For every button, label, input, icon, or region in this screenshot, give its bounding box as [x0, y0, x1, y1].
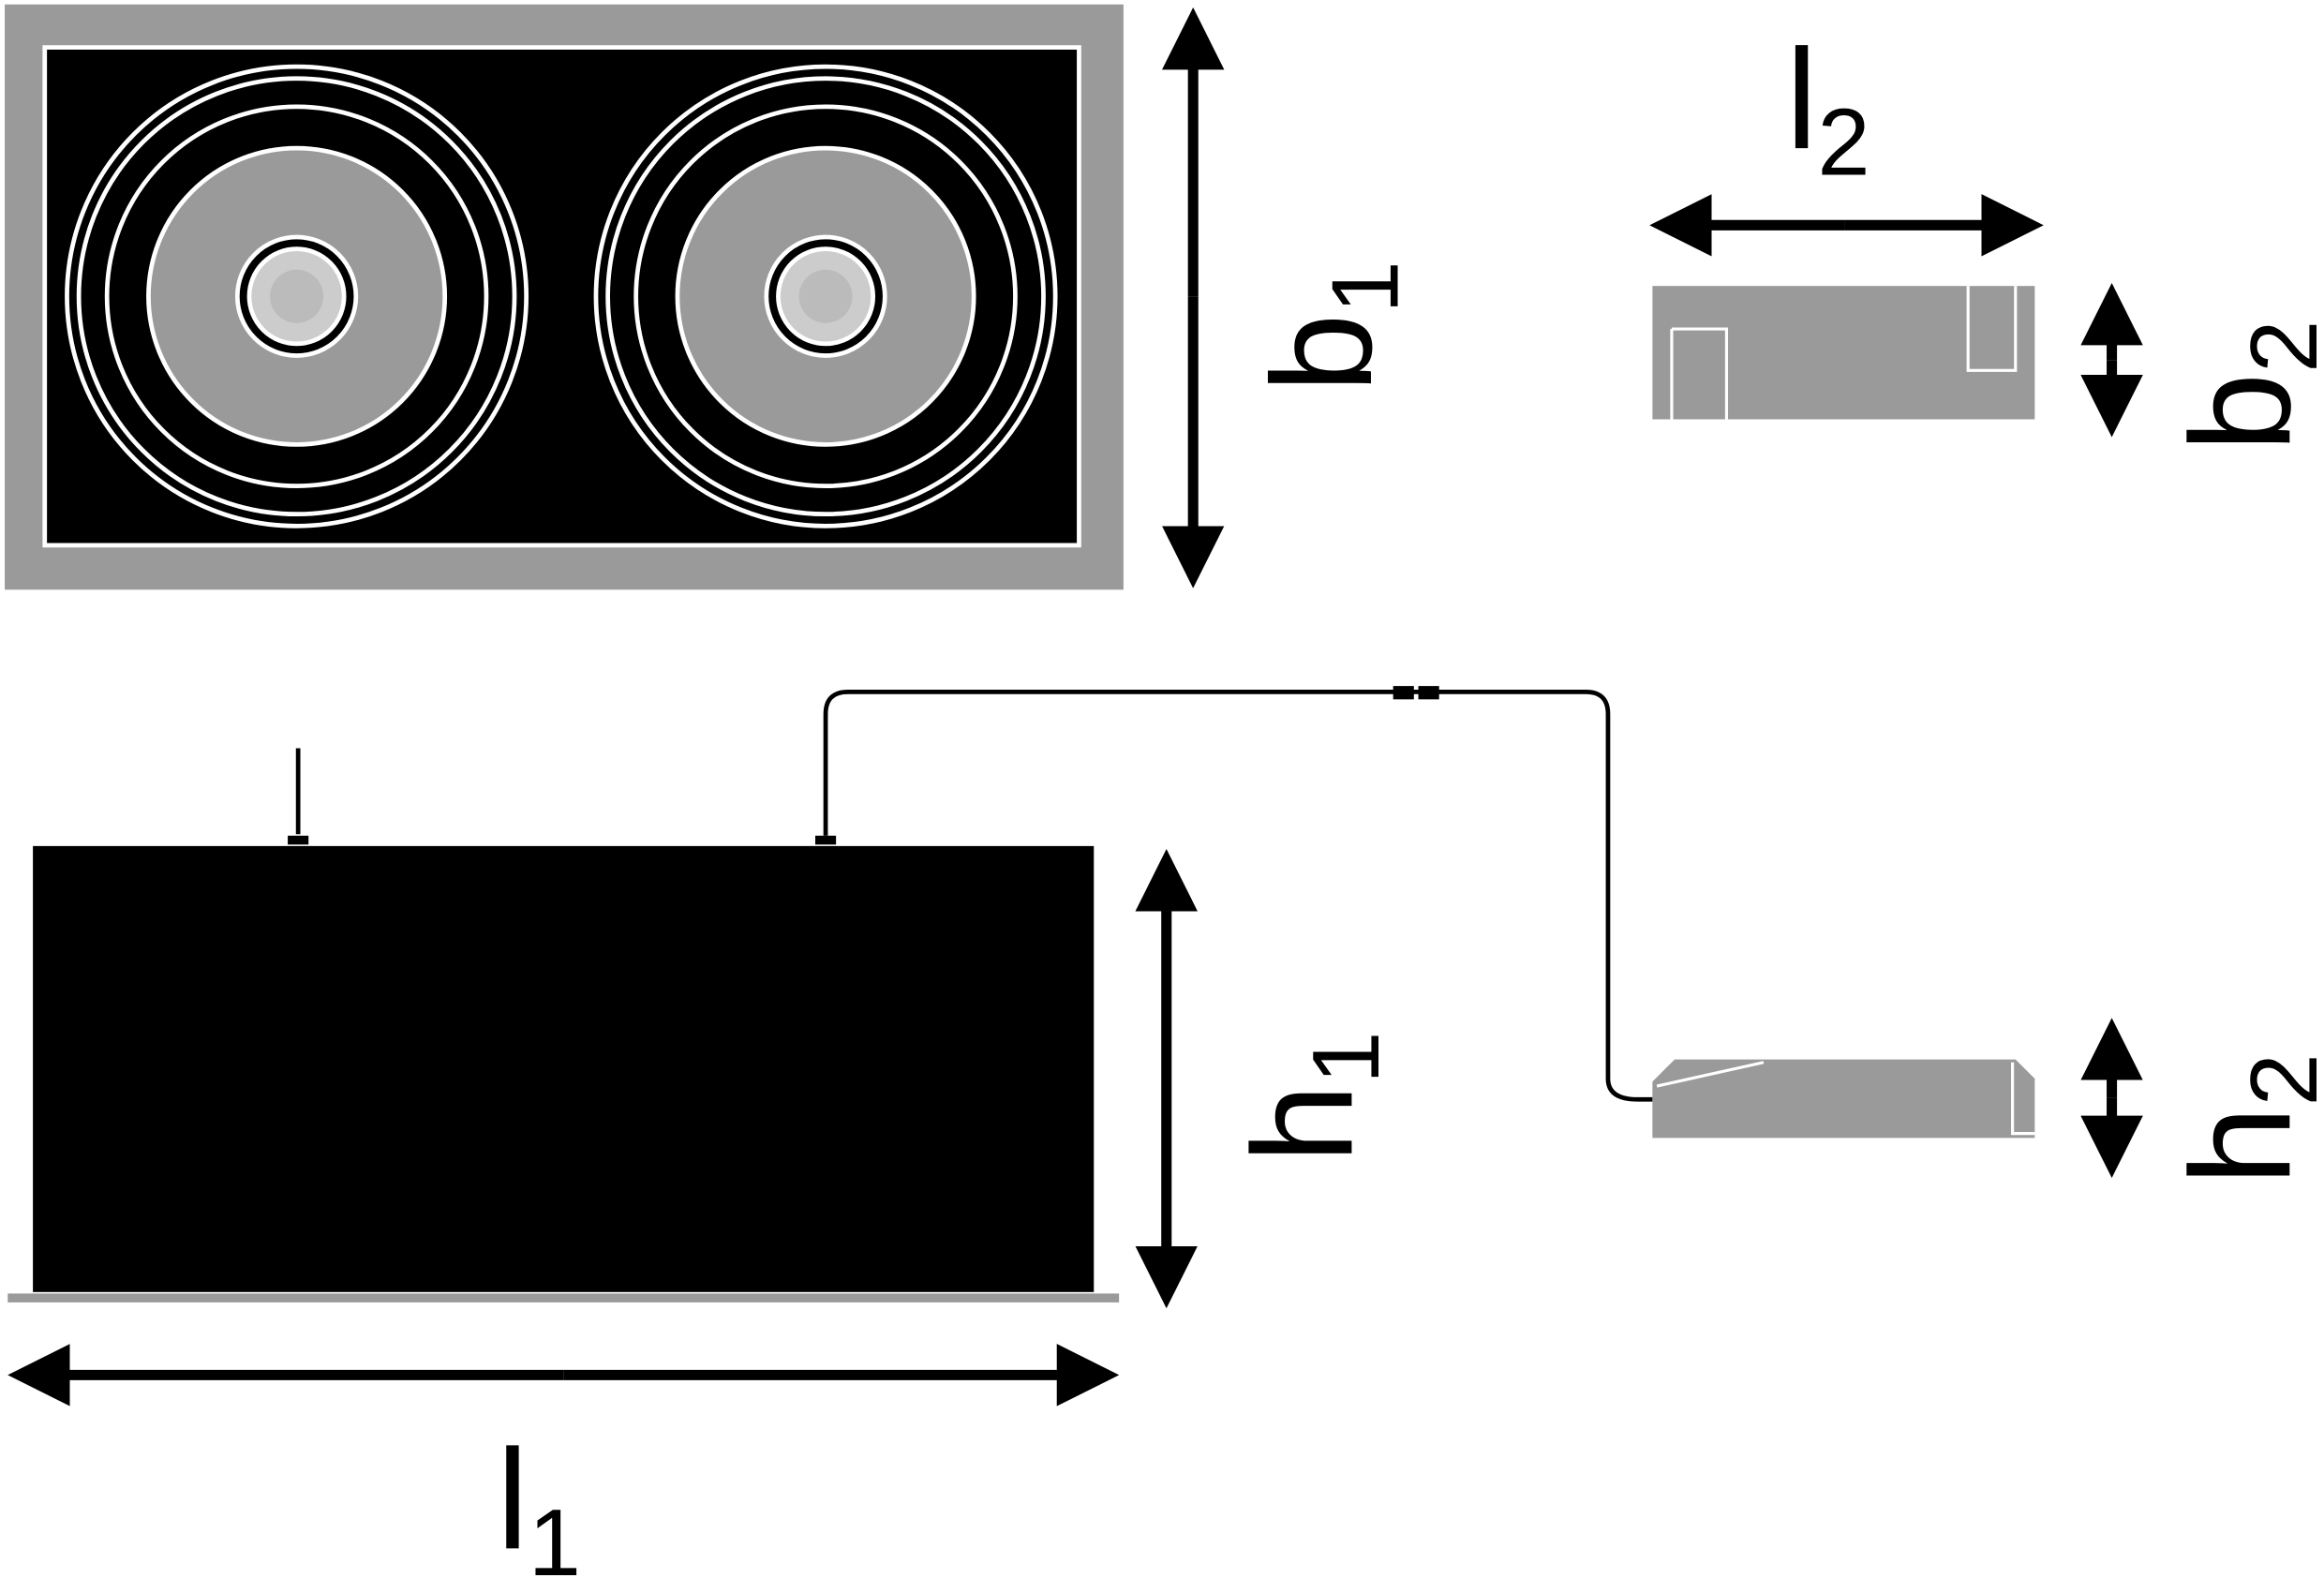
h2-label: h2 [2162, 1053, 2324, 1185]
cable-connector [1393, 686, 1439, 700]
l2-label: l2 [1786, 21, 1870, 195]
lamp-left [65, 64, 529, 528]
luminaire-side-view [7, 748, 1120, 1303]
connection-cable [823, 690, 1653, 1102]
l1-label: l1 [497, 1421, 581, 1578]
b2-label: b2 [2162, 320, 2324, 453]
b1-label: b1 [1244, 261, 1418, 393]
lamp-right [593, 64, 1058, 528]
luminaire-top-view [5, 4, 1124, 590]
h1-label: h1 [1224, 1032, 1398, 1164]
driver-side-view [1652, 1059, 2035, 1139]
driver-top-view [1652, 286, 2035, 420]
